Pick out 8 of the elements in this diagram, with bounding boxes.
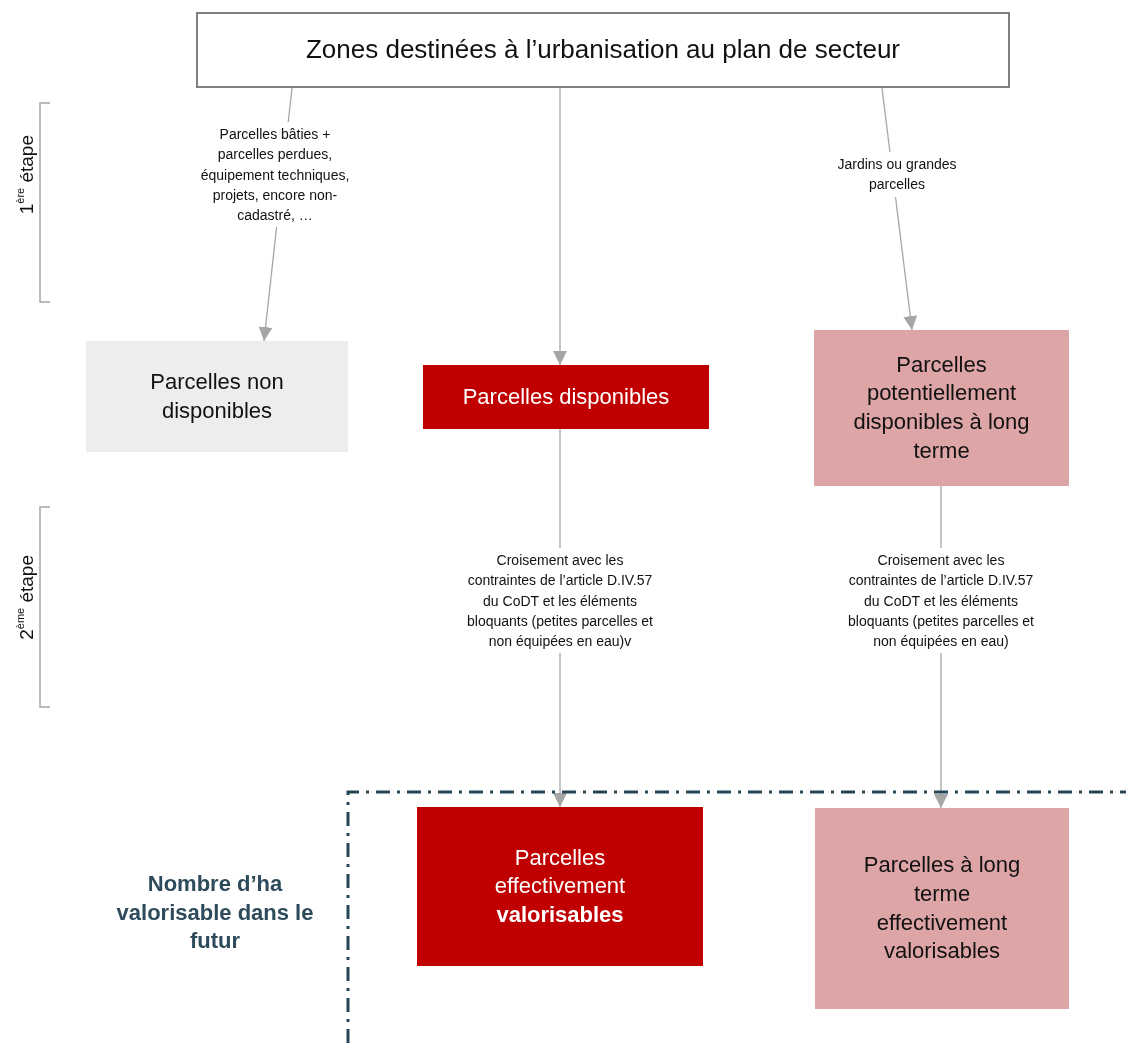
process-box: Parcelles non disponibles <box>86 341 348 452</box>
arrow <box>553 87 567 366</box>
title-box: Zones destinées à l’urbanisation au plan de secteur <box>196 12 1010 88</box>
process-box: Parcelles disponibles <box>423 365 709 429</box>
process-box: Parcelles à long terme effectivement valorisables <box>815 808 1069 1009</box>
process-box: Parcelles potentiellement disponibles à long terme <box>814 330 1069 486</box>
process-box: Parcelles effectivement valorisables <box>417 807 703 966</box>
group-heading: Nombre d’ha valorisable dans le futur <box>115 870 315 956</box>
